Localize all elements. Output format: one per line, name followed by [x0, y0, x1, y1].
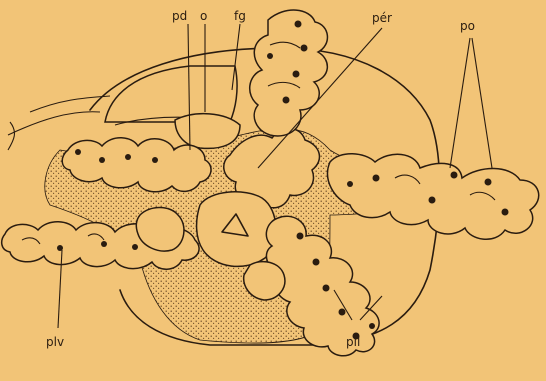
oral-opening — [175, 114, 240, 149]
label-plv: plv — [46, 335, 64, 349]
label-pll: pll — [346, 335, 360, 349]
right-arm — [328, 154, 539, 240]
upper-arm — [250, 10, 328, 136]
label-po: po — [460, 19, 475, 33]
label-o: o — [200, 9, 207, 23]
label-pd: pd — [172, 9, 187, 23]
label-per: pér — [372, 11, 392, 25]
upper-plate — [105, 66, 237, 122]
label-fg: fg — [234, 9, 246, 23]
central-body — [197, 192, 276, 267]
